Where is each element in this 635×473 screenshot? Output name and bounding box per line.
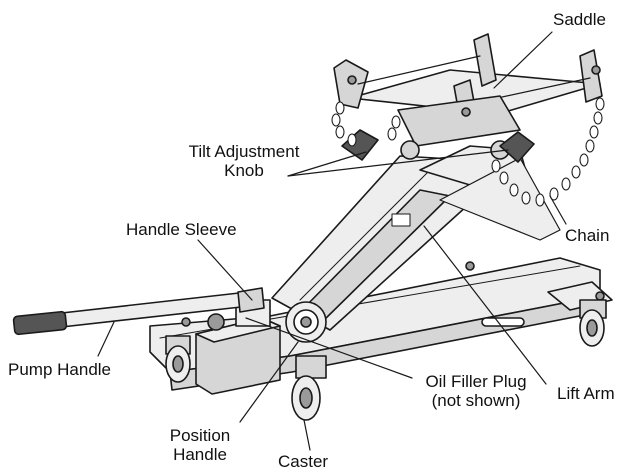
label-oil-line1: Oil Filler Plug bbox=[425, 372, 527, 391]
label-tilt-line1: Tilt Adjustment bbox=[188, 142, 300, 161]
saddle bbox=[333, 33, 603, 160]
label-oil-line2: (not shown) bbox=[431, 391, 521, 410]
label-saddle: Saddle bbox=[553, 10, 606, 29]
caster-left bbox=[165, 335, 191, 383]
label-caster: Caster bbox=[278, 452, 329, 471]
tilt-adjustment-knob bbox=[341, 129, 535, 163]
label-tilt-line2: Knob bbox=[224, 161, 264, 180]
label-handle-sleeve: Handle Sleeve bbox=[126, 220, 237, 239]
label-oil-filler-plug: Oil Filler Plug (not shown) bbox=[404, 372, 548, 410]
caster-front bbox=[291, 355, 327, 421]
label-position-line1: Position bbox=[169, 426, 231, 445]
label-pump-handle: Pump Handle bbox=[8, 360, 112, 379]
chain bbox=[331, 97, 605, 207]
callout-lines bbox=[97, 31, 567, 451]
label-position-line2: Handle bbox=[173, 445, 227, 464]
label-position-handle: Position Handle bbox=[150, 426, 250, 464]
label-chain: Chain bbox=[565, 226, 610, 245]
label-tilt-adjustment-knob: Tilt Adjustment Knob bbox=[166, 142, 322, 180]
label-lift-arm: Lift Arm bbox=[557, 384, 615, 403]
pump-handle bbox=[12, 287, 265, 336]
lift-arm bbox=[271, 145, 561, 331]
caster-rear bbox=[579, 299, 607, 347]
